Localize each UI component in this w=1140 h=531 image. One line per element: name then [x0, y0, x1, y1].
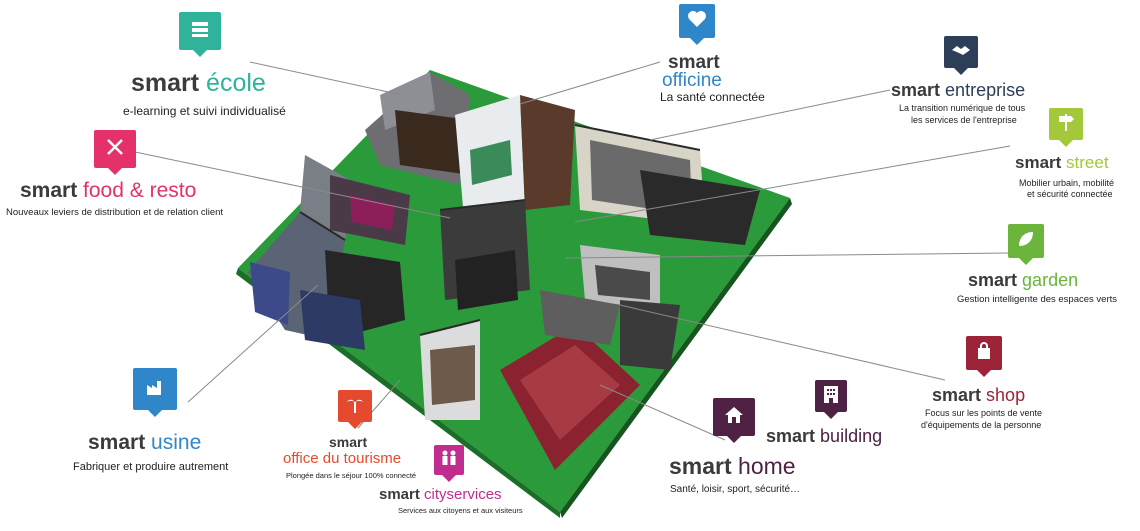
garden-desc: Gestion intelligente des espaces verts	[957, 294, 1118, 305]
usine-badge	[133, 368, 177, 417]
people-icon	[437, 446, 461, 475]
factory-icon	[143, 375, 167, 404]
building-badge	[815, 380, 847, 419]
home-badge	[713, 398, 755, 443]
street-desc-line-1: Mobilier urbain, mobilité	[1019, 178, 1115, 188]
cityservices-badge	[434, 445, 464, 482]
line-shop	[619, 304, 946, 381]
street-desc-line-2: et sécurité connectée	[1027, 189, 1113, 199]
tourisme-name: office du tourisme	[283, 450, 402, 467]
left-row-booths	[248, 155, 405, 350]
heart-pulse-icon	[685, 7, 709, 36]
officine-desc: La santé connectée	[660, 90, 765, 104]
line-officine	[519, 61, 661, 105]
ecole-title: smart école	[131, 69, 266, 97]
officine-name: officine	[662, 70, 722, 91]
line-street	[574, 145, 1011, 223]
upper-left-booths	[330, 72, 470, 245]
signpost-icon	[1054, 110, 1078, 139]
center-booths	[440, 95, 575, 310]
entreprise-badge	[944, 36, 978, 75]
entreprise-desc-line-2: les services de l'entreprise	[911, 115, 1017, 125]
shopping-bag-icon	[972, 339, 996, 368]
cityservices-desc: Services aux citoyens et aux visiteurs	[398, 506, 523, 515]
line-food	[134, 151, 451, 219]
inner-walls	[299, 124, 701, 336]
usine-desc: Fabriquer et produire autrement	[73, 461, 229, 473]
shop-badge	[966, 336, 1002, 377]
connector-lines	[134, 61, 1011, 441]
shop-desc-line-2: d'équipements de la personne	[921, 420, 1042, 430]
street-badge	[1049, 108, 1083, 147]
line-ecole	[249, 61, 403, 96]
bottom-booths	[420, 290, 640, 470]
building-title: smart building	[766, 426, 883, 446]
tourisme-desc: Plongée dans le séjour 100% connecté	[286, 471, 417, 480]
line-garden	[564, 252, 1009, 259]
food-badge	[94, 130, 136, 175]
house-icon	[722, 403, 746, 432]
cityservices-title: smart cityservices	[379, 486, 502, 503]
handshake-icon	[949, 38, 973, 67]
books-icon	[188, 17, 212, 46]
line-entreprise	[649, 89, 891, 141]
food-title: smart food & resto	[20, 179, 197, 202]
line-usine	[187, 284, 319, 403]
shop-title: smart shop	[932, 385, 1026, 405]
food-desc: Nouveaux leviers de distribution et de r…	[6, 207, 224, 218]
ecole-badge	[179, 12, 221, 57]
garden-title: smart garden	[968, 270, 1079, 290]
home-title: smart home	[669, 453, 796, 479]
leaf-icon	[1014, 227, 1038, 256]
entreprise-desc-line-1: La transition numérique de tous	[899, 103, 1026, 113]
ecole-desc: e-learning et suivi individualisé	[123, 104, 286, 118]
line-home	[599, 384, 726, 441]
street-title: smart street	[1015, 153, 1109, 172]
officine-badge	[679, 4, 715, 45]
fork-knife-icon	[103, 135, 127, 164]
tourisme-prefix: smart	[329, 434, 368, 450]
home-desc: Santé, loisir, sport, sécurité…	[670, 484, 801, 495]
shop-desc-line-1: Focus sur les points de vente	[925, 408, 1043, 418]
entreprise-title: smart entreprise	[891, 80, 1026, 100]
tourisme-badge	[338, 390, 372, 429]
building-icon	[819, 382, 843, 411]
garden-badge	[1008, 224, 1044, 265]
right-booths	[575, 125, 760, 370]
officine-title: smart	[668, 52, 720, 73]
usine-title: smart usine	[88, 431, 202, 454]
palm-tree-icon	[343, 392, 367, 421]
